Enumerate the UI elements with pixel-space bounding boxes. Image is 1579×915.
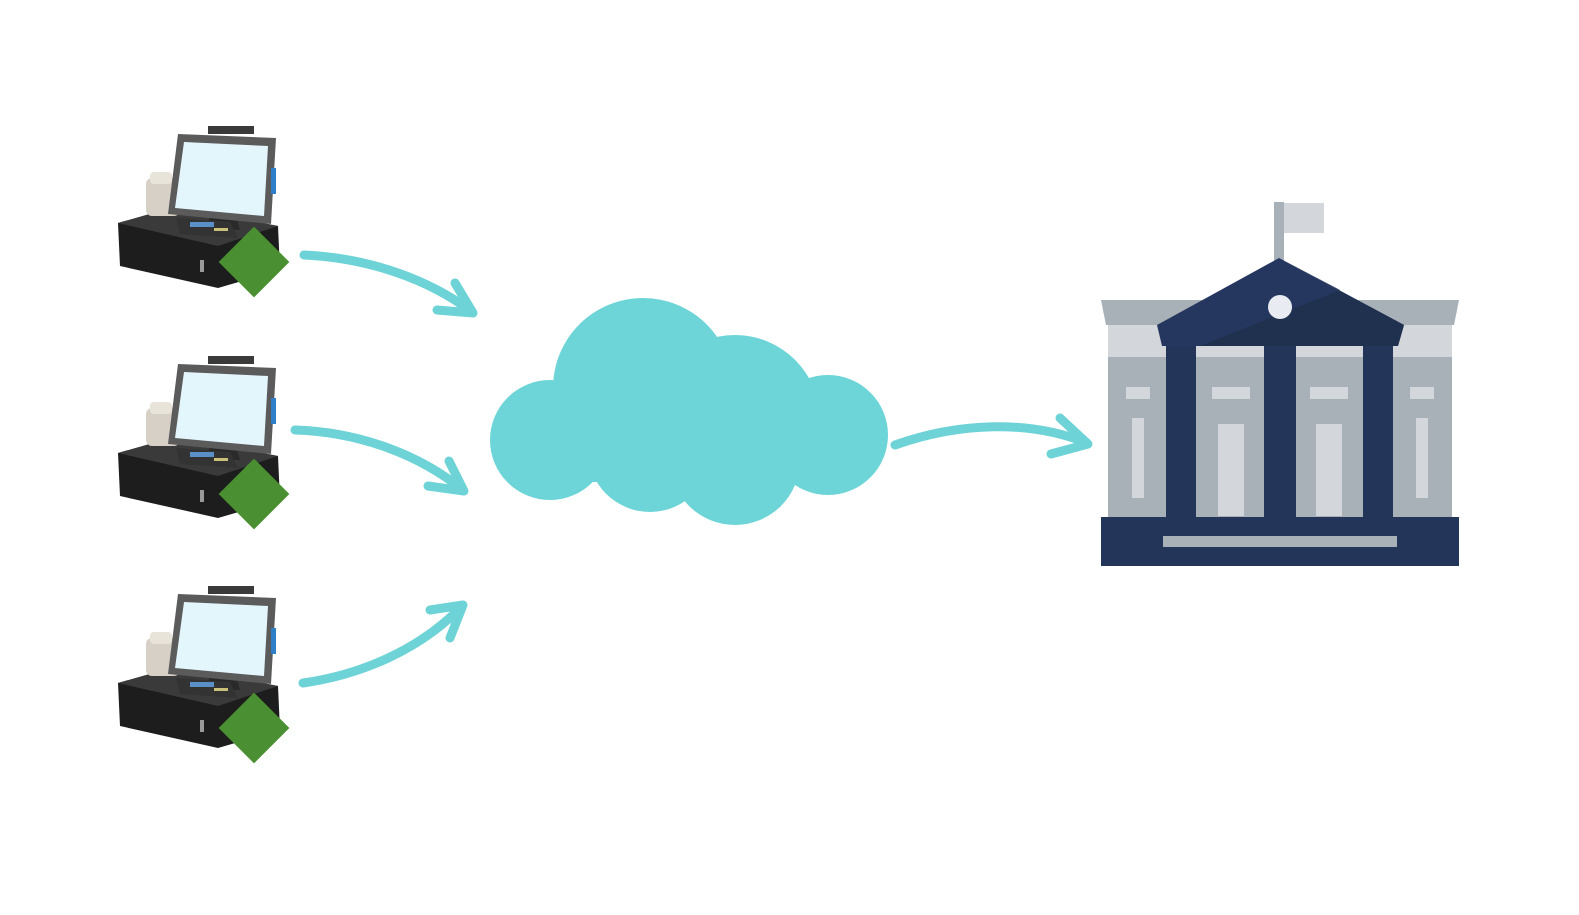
arrow-pos3-to-cloud [298,600,468,688]
pos-terminal-1 [118,126,290,298]
pos-terminal-3 [118,586,290,764]
arrow-pos1-to-cloud [299,250,478,318]
pos-terminal-2 [118,356,290,530]
arrow-cloud-to-bank [890,413,1093,459]
cloud-icon [490,298,888,525]
arrow-pos2-to-cloud [290,425,469,496]
bank-building-icon [1101,202,1459,566]
